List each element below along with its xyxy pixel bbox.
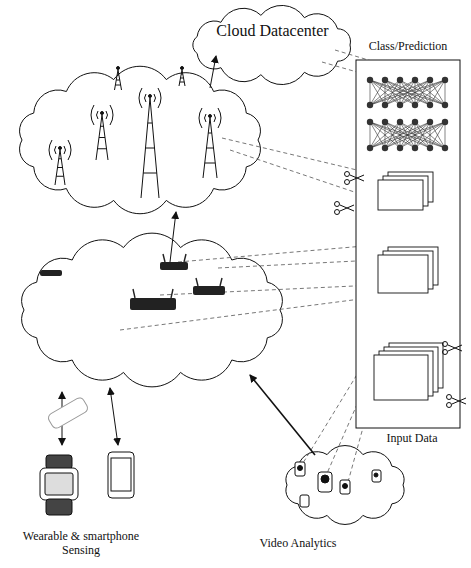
device-caption: Wearable & smartphone Sensing	[6, 530, 156, 558]
edge-routers	[40, 254, 225, 310]
cell-towers	[49, 67, 221, 199]
partition-scissors	[335, 172, 467, 408]
node-title: Cloud Datacenter	[215, 22, 330, 40]
input-label: Input Data	[372, 432, 452, 446]
cloud-outline	[193, 5, 351, 84]
device-caption: Video Analytics	[238, 537, 358, 551]
clouds	[20, 5, 405, 524]
cloud-node: Cloud Datacenter	[215, 22, 330, 40]
cloud-outline	[20, 66, 261, 213]
feature-stacks	[374, 172, 443, 400]
tier-arrows	[62, 56, 315, 455]
neural-layers	[367, 77, 448, 151]
wearable-devices	[40, 396, 134, 515]
cloud-outline	[286, 446, 404, 525]
video-cameras	[295, 462, 381, 507]
dashed-links	[120, 50, 395, 482]
model-panel	[356, 60, 460, 428]
output-label: Class/Prediction	[352, 40, 464, 54]
